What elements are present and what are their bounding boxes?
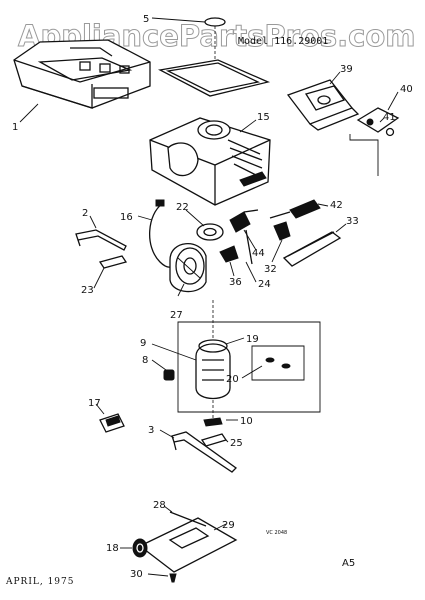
part-23-clip xyxy=(98,255,128,269)
part-36-fitting xyxy=(219,245,239,263)
part-number-41: 41 xyxy=(383,112,396,123)
part-1-top-housing xyxy=(13,39,151,109)
part-number-8: 8 xyxy=(142,355,148,366)
part-number-16: 16 xyxy=(120,212,133,223)
part-15-base-housing xyxy=(149,117,271,206)
part-30-screw xyxy=(169,573,177,583)
part-number-15: 15 xyxy=(257,112,270,123)
part-17-switch-block xyxy=(99,413,125,433)
part-number-25: 25 xyxy=(230,438,243,449)
part-24-bracket xyxy=(245,229,253,265)
motor-assembly-box xyxy=(177,321,321,413)
part-32-clip xyxy=(273,221,291,241)
part-number-40: 40 xyxy=(400,84,413,95)
part-3-bracket xyxy=(171,431,238,473)
part-number-29: 29 xyxy=(222,520,235,531)
part-18-wheel xyxy=(132,538,148,558)
part-number-23: 23 xyxy=(81,285,94,296)
part-2-clip xyxy=(75,229,127,251)
part-number-18: 18 xyxy=(106,543,119,554)
part-number-32: 32 xyxy=(264,264,277,275)
part-29-bottom-plate xyxy=(138,517,238,573)
part-44-switch xyxy=(229,209,259,233)
part-number-42: 42 xyxy=(330,200,343,211)
part-39-dust-bag xyxy=(286,79,360,131)
part-40-bag-holder xyxy=(356,107,400,137)
part-number-28: 28 xyxy=(153,500,166,511)
part-number-17: 17 xyxy=(88,398,101,409)
part-number-30: 30 xyxy=(130,569,143,580)
page-number: A5 xyxy=(342,558,355,569)
part-5-gasket xyxy=(157,17,271,97)
part-28-rod xyxy=(169,511,207,527)
part-number-27: 27 xyxy=(170,310,183,321)
part-8-bearing xyxy=(163,369,175,381)
part-number-2: 2 xyxy=(82,208,88,219)
part-number-36: 36 xyxy=(229,277,242,288)
part-33-handle xyxy=(282,231,342,267)
part-number-10: 10 xyxy=(240,416,253,427)
part-number-9: 9 xyxy=(140,338,146,349)
part-number-20: 20 xyxy=(226,374,239,385)
part-number-33: 33 xyxy=(346,216,359,227)
part-25-bracket xyxy=(200,433,228,447)
part-10-terminal xyxy=(203,417,223,427)
part-number-5: 5 xyxy=(143,14,149,25)
part-9-motor xyxy=(195,300,231,420)
part-42-plug xyxy=(269,199,321,219)
date-stamp: APRIL, 1975 xyxy=(5,577,75,587)
part-number-39: 39 xyxy=(340,64,353,75)
part-22-ring xyxy=(196,223,224,241)
part-number-3: 3 xyxy=(148,425,154,436)
model-label: Model 116.29001 xyxy=(238,36,328,47)
part-27-fan-housing xyxy=(169,243,207,293)
part-number-19: 19 xyxy=(246,334,259,345)
drawing-code: VC 2048 xyxy=(266,530,287,536)
part-number-24: 24 xyxy=(258,279,271,290)
part-number-1: 1 xyxy=(12,122,18,133)
part-number-44: 44 xyxy=(252,248,265,259)
part-number-22: 22 xyxy=(176,202,189,213)
